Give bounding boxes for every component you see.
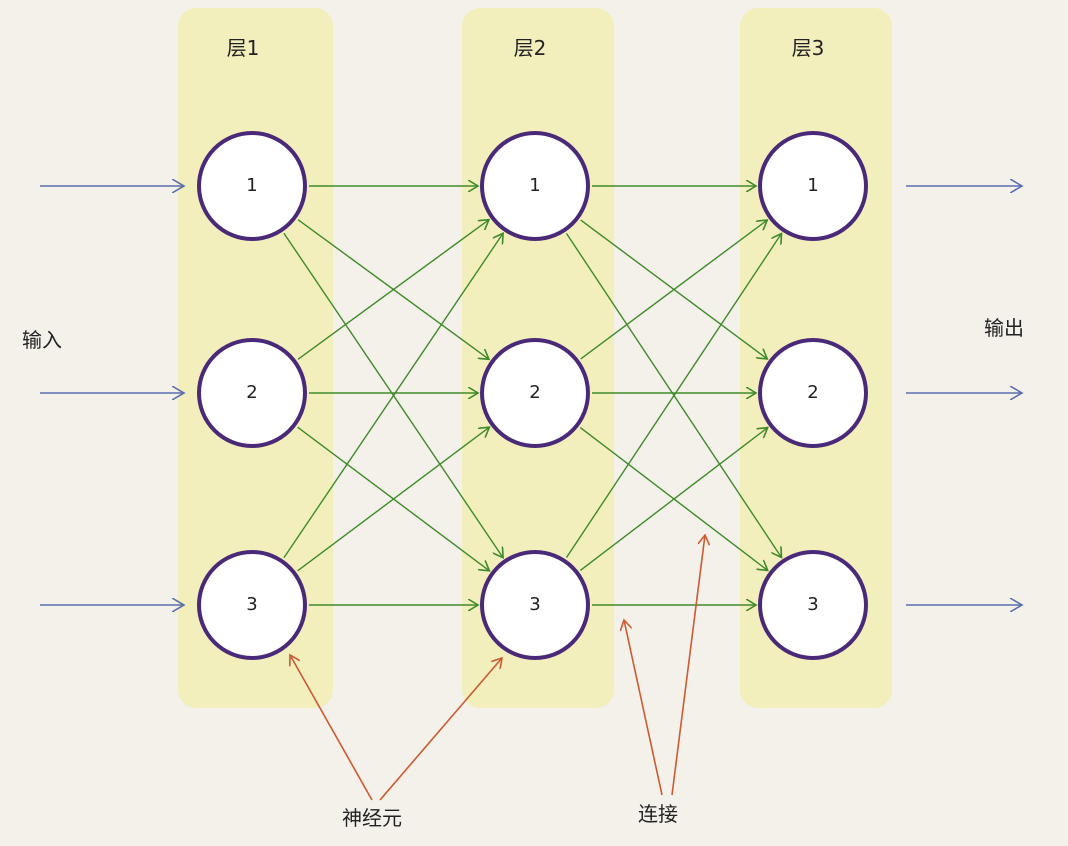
layer-2-label: 层2: [513, 36, 547, 60]
neuron-annotation-arrow-1: [290, 655, 373, 801]
layer-3-label: 层3: [791, 36, 825, 60]
neuron-l2-n3-label: 3: [529, 594, 541, 615]
connection-l2n2-l3n1: [580, 220, 768, 360]
neuron-l3-n3-label: 3: [807, 594, 819, 615]
neuron-l2-n1-label: 1: [529, 175, 541, 196]
neuron-l1-n1-label: 1: [246, 175, 258, 196]
neuron-l1-n2-label: 2: [246, 382, 258, 403]
neuron-l2-n1: [480, 131, 590, 241]
neuron-l1-n3: [197, 550, 307, 660]
neuron-annotation-label: 神经元: [342, 806, 402, 830]
neuron-l2-n2-label: 2: [529, 382, 541, 403]
connection-l2n3-l3n1: [565, 233, 782, 558]
connection-annotation-arrow-2: [671, 535, 705, 796]
connection-annotation-label: 连接: [638, 802, 678, 826]
layer-1-label: 层1: [226, 36, 260, 60]
neuron-l1-n2: [197, 338, 307, 448]
neuron-l1-n1: [197, 131, 307, 241]
connection-l1n3-l2n2: [297, 427, 490, 572]
connection-l2n3-l3n2: [579, 428, 767, 571]
neuron-l2-n3: [480, 550, 590, 660]
output-label: 输出: [984, 316, 1024, 340]
input-label: 输入: [22, 328, 62, 352]
neuron-l1-n3-label: 3: [246, 594, 258, 615]
neuron-l3-n2: [758, 338, 868, 448]
neuron-l3-n2-label: 2: [807, 382, 819, 403]
connection-l1n2-l2n1: [297, 220, 489, 360]
neuron-l3-n1-label: 1: [807, 175, 819, 196]
neuron-l2-n2: [480, 338, 590, 448]
connection-l1n3-l2n1: [283, 233, 503, 559]
connection-annotation-arrow-1: [624, 620, 663, 796]
neuron-l3-n1: [758, 131, 868, 241]
neuron-l3-n3: [758, 550, 868, 660]
neuron-annotation-arrow-2: [379, 658, 502, 801]
